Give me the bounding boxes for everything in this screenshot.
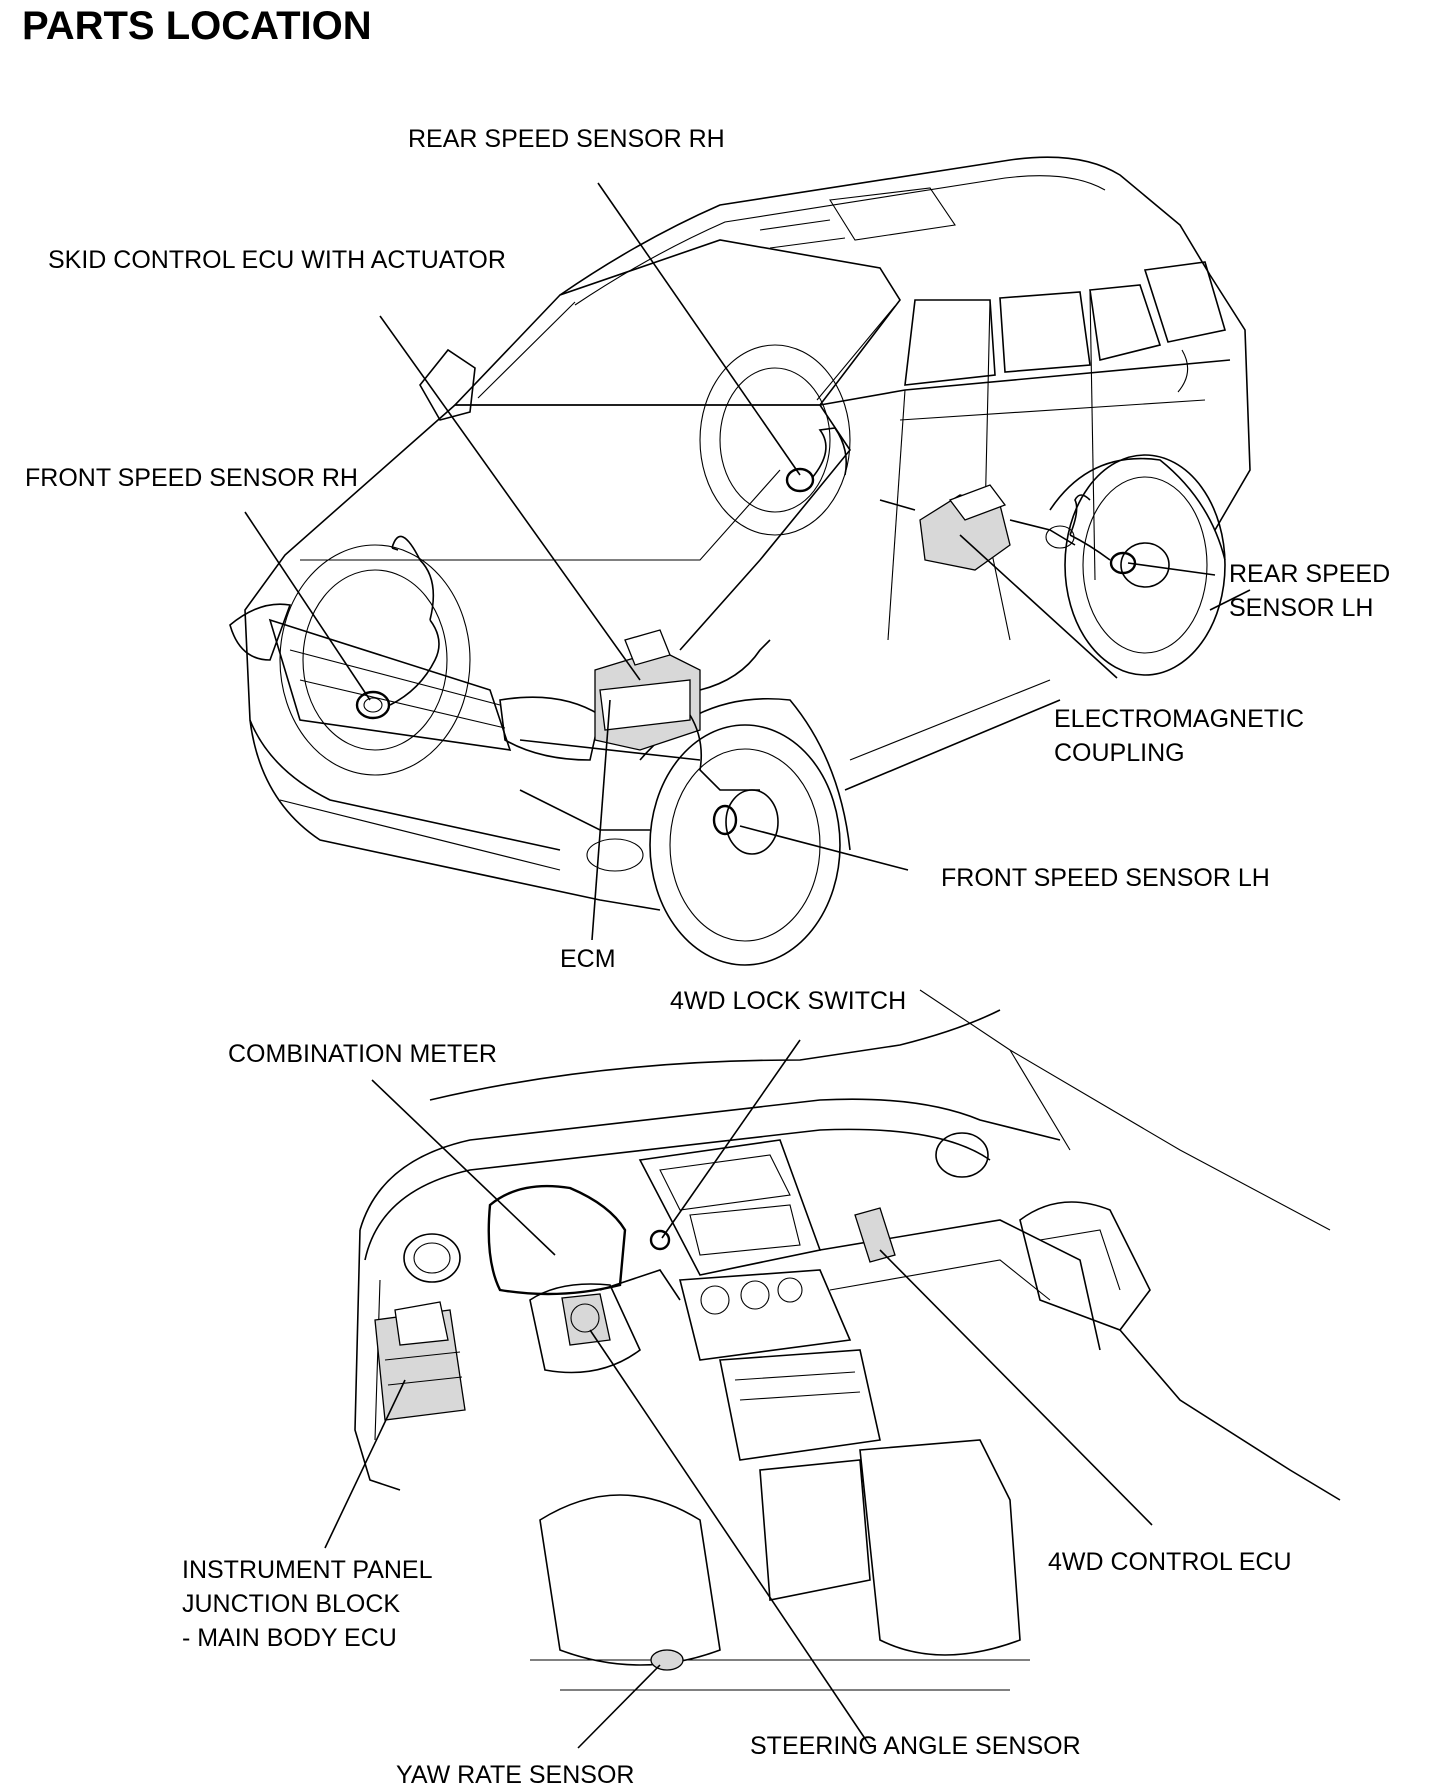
vehicle-parts <box>355 427 1170 855</box>
label-4wd-control-ecu: 4WD CONTROL ECU <box>1048 1548 1292 1576</box>
label-ecm: ECM <box>560 945 616 973</box>
label-instrument-panel-jb-line1: INSTRUMENT PANEL <box>182 1556 433 1584</box>
label-skid-control-ecu: SKID CONTROL ECU WITH ACTUATOR <box>48 246 506 274</box>
label-rear-speed-sensor-lh-line1: REAR SPEED <box>1229 560 1391 588</box>
label-rear-speed-sensor-lh-line2: SENSOR LH <box>1229 594 1374 622</box>
label-front-speed-sensor-rh: FRONT SPEED SENSOR RH <box>25 464 358 492</box>
label-instrument-panel-jb-line2: JUNCTION BLOCK <box>182 1590 401 1618</box>
label-yaw-rate-sensor: YAW RATE SENSOR <box>396 1761 635 1789</box>
page-title: PARTS LOCATION <box>22 4 372 48</box>
leader-lines <box>244 182 1216 1749</box>
label-rear-speed-sensor-rh: REAR SPEED SENSOR RH <box>408 125 725 153</box>
label-4wd-lock-switch: 4WD LOCK SWITCH <box>670 987 907 1015</box>
label-electromagnetic-coupling-line1: ELECTROMAGNETIC <box>1054 705 1305 733</box>
label-steering-angle-sensor: STEERING ANGLE SENSOR <box>750 1732 1081 1760</box>
label-front-speed-sensor-lh: FRONT SPEED SENSOR LH <box>941 864 1270 892</box>
vehicle-outline <box>229 156 1251 966</box>
interior-parts <box>374 1207 896 1671</box>
label-combination-meter: COMBINATION METER <box>228 1040 497 1068</box>
interior-outline <box>354 989 1341 1691</box>
label-electromagnetic-coupling-line2: COUPLING <box>1054 739 1185 767</box>
label-instrument-panel-jb-line3: - MAIN BODY ECU <box>182 1624 397 1652</box>
